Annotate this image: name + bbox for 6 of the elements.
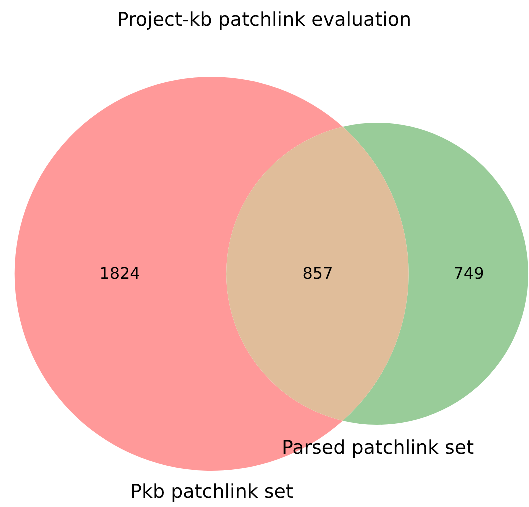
chart-title: Project-kb patchlink evaluation (116, 8, 413, 32)
set-label: Parsed patchlink set (282, 436, 474, 460)
region-count: 749 (454, 264, 484, 284)
region-count: 1824 (100, 264, 140, 284)
overlap-count: 857 (302, 264, 334, 284)
set-label: Pkb patchlink set (130, 480, 294, 504)
